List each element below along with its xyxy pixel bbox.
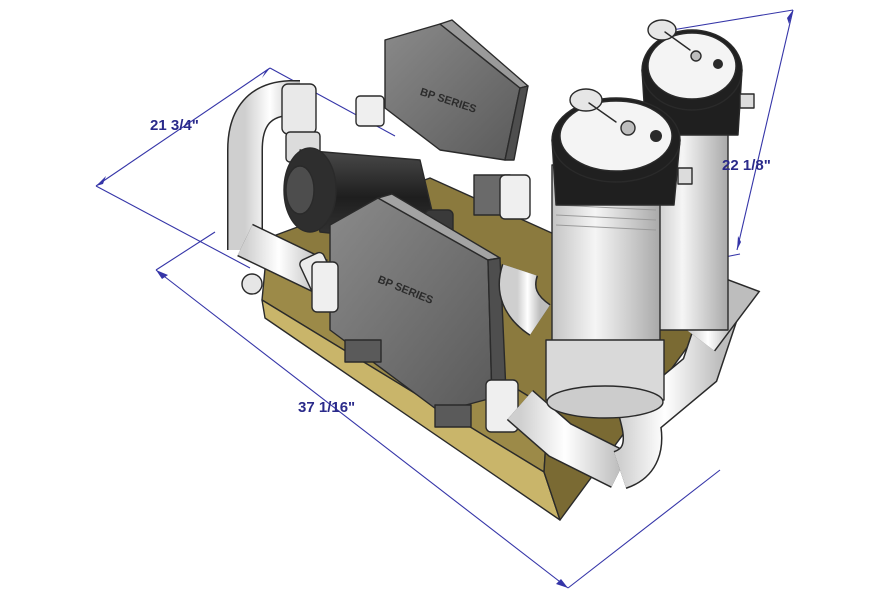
control-box-lower: BP SERIES: [311, 193, 519, 433]
control-box-upper: BP SERIES: [355, 19, 531, 220]
dimension-length: [155, 231, 721, 589]
height-dimension-label: 22 1/8": [722, 157, 771, 174]
length-dimension-label: 37 1/16": [298, 399, 355, 416]
left-pipe-assembly: [227, 80, 343, 309]
width-dimension-label: 21 3/4": [150, 117, 199, 134]
filter-canister-front: [545, 88, 693, 419]
